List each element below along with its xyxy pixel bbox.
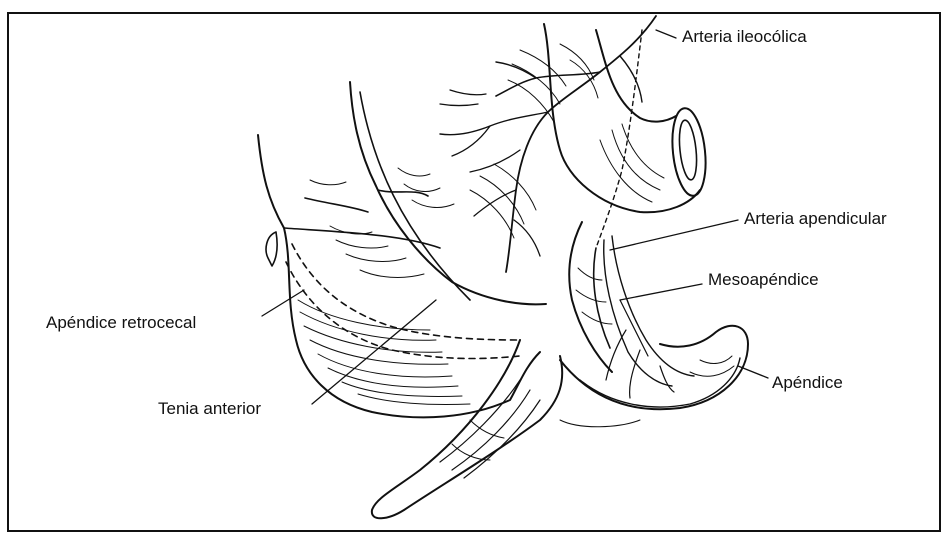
label-appendix: Apéndice <box>772 374 843 391</box>
ileum <box>544 24 710 212</box>
label-retrocecal-appendix: Apéndice retrocecal <box>46 314 196 331</box>
leader-ileocolic <box>656 30 676 38</box>
mesoappendix-shape <box>569 222 694 398</box>
label-mesoappendix: Mesoapéndice <box>708 271 819 288</box>
leader-mesoappendix <box>620 284 702 300</box>
leader-retrocecal <box>262 290 304 316</box>
terminal-ileum-lower <box>372 340 640 518</box>
label-anterior-taenia: Tenia anterior <box>158 400 261 417</box>
cecum-outline <box>258 82 546 417</box>
mesentery-hatching <box>470 44 598 238</box>
retrocecal-appendix-dashed-2 <box>286 262 520 358</box>
label-appendicular-artery: Arteria apendicular <box>744 210 887 227</box>
leader-appendicular <box>610 220 738 250</box>
label-ileocolic-artery: Arteria ileocólica <box>682 28 807 45</box>
leader-appendix <box>738 366 768 378</box>
